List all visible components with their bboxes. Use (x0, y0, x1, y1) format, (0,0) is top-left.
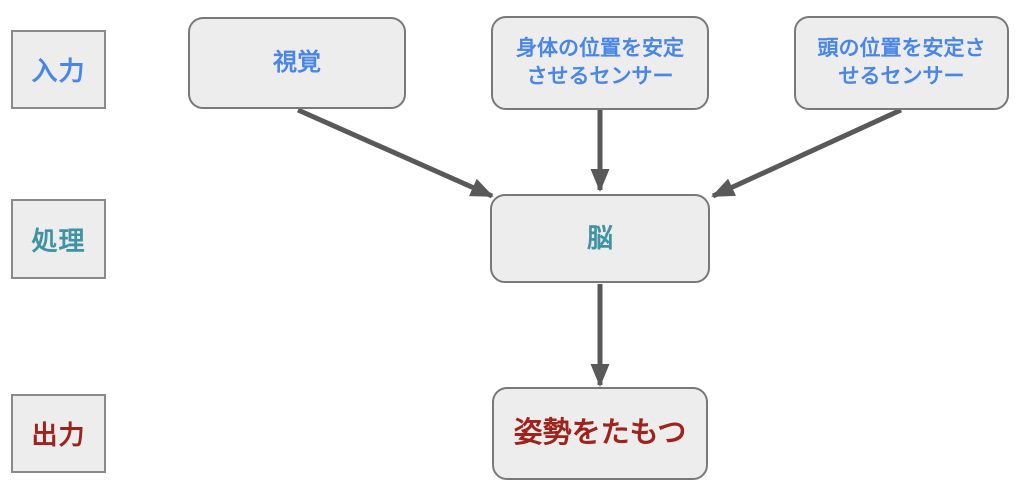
row-label-output-text: 出力 (31, 420, 86, 450)
row-label-process-text: 処理 (31, 225, 86, 256)
node-body-sensor-label: 身体の位置を安定 させるセンサー (516, 36, 684, 88)
row-label-input: 入力 (11, 30, 106, 109)
node-vision-label: 視覚 (273, 48, 321, 76)
row-label-process: 処理 (11, 199, 106, 279)
arrow-vision-to-brain (296, 107, 494, 199)
node-brain: 脳 (490, 194, 710, 283)
node-posture-label: 姿勢をたもつ (513, 416, 687, 449)
node-brain-label: 脳 (586, 222, 613, 253)
arrow-head-sensor-to-brain (711, 107, 903, 199)
row-label-input-text: 入力 (31, 56, 86, 86)
node-head-sensor: 頭の位置を安定さ せるセンサー (794, 16, 1009, 110)
row-label-output: 出力 (11, 394, 106, 473)
node-vision: 視覚 (188, 17, 406, 109)
node-posture: 姿勢をたもつ (492, 387, 708, 480)
node-head-sensor-label: 頭の位置を安定さ せるセンサー (817, 36, 986, 88)
node-body-sensor: 身体の位置を安定 させるセンサー (491, 16, 709, 110)
